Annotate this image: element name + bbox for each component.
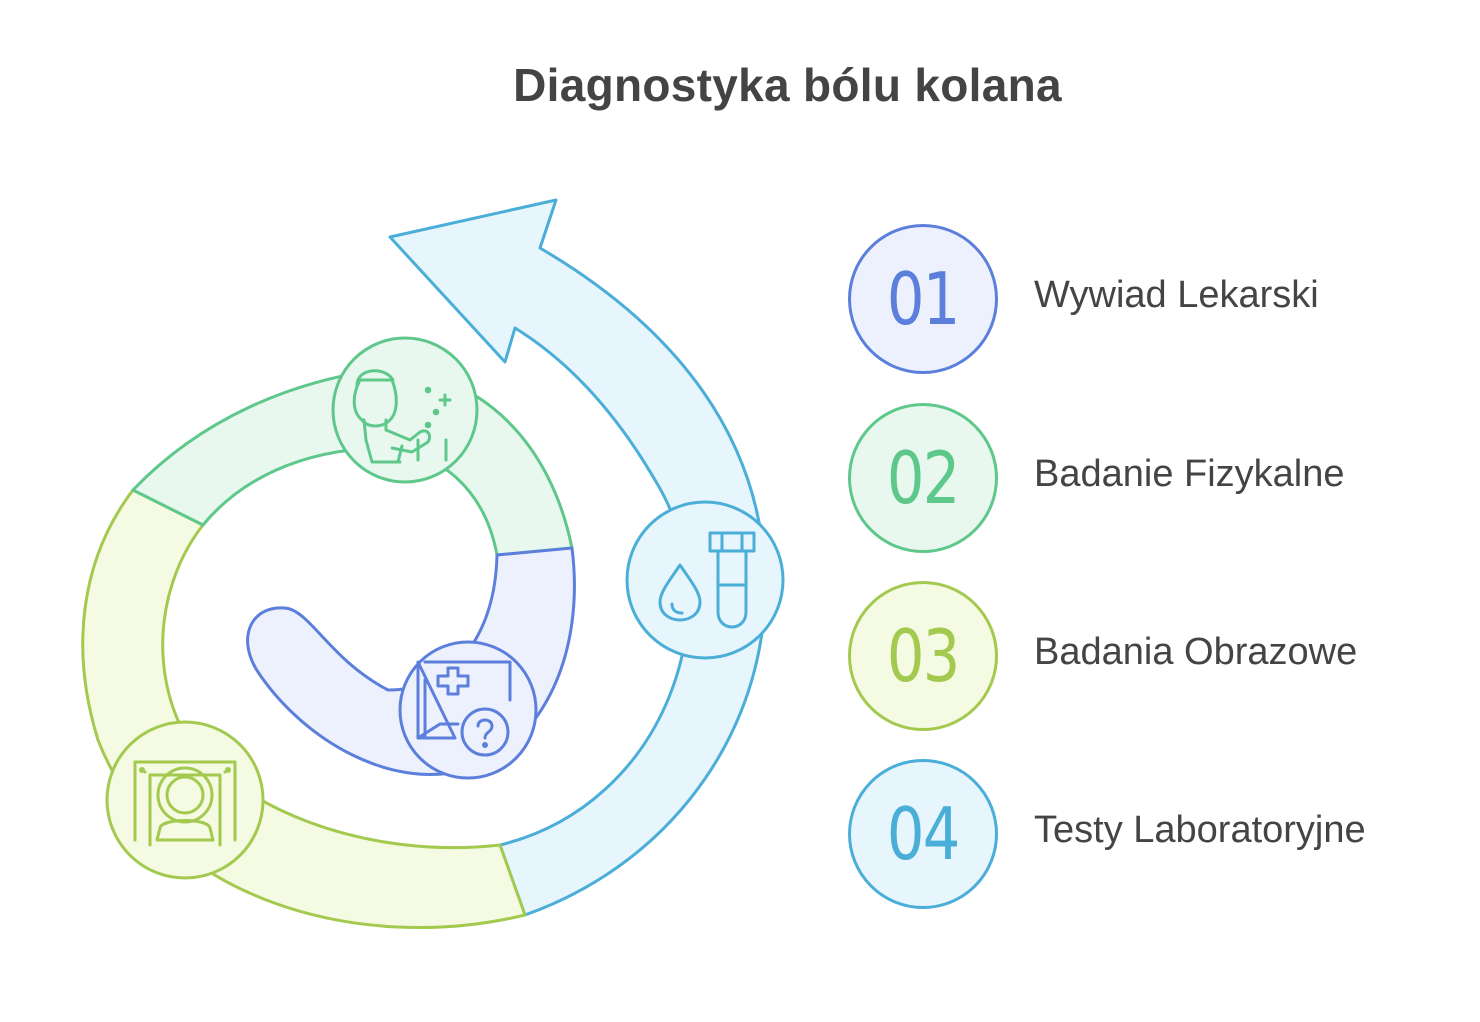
badge-imaging: [105, 720, 265, 880]
step-2: 02 Badanie Fizykalne: [848, 403, 1468, 563]
diagram-title: Diagnostyka bólu kolana: [513, 59, 1062, 111]
doctor-examination-icon: [352, 369, 452, 464]
step-3-number-badge: 03: [848, 581, 998, 731]
step-4-label: Testy Laboratoryjne: [1034, 809, 1366, 851]
step-1-number: 01: [887, 257, 960, 341]
step-1: 01 Wywiad Lekarski: [848, 224, 1468, 384]
blood-test-tube-icon: [658, 531, 756, 629]
step-1-label: Wywiad Lekarski: [1034, 274, 1319, 316]
badge-consultation: [398, 640, 538, 780]
step-1-number-badge: 01: [848, 224, 998, 374]
badge-lab: [625, 500, 785, 660]
step-3: 03 Badania Obrazowe: [848, 581, 1468, 741]
step-4: 04 Testy Laboratoryjne: [848, 759, 1468, 919]
step-4-number: 04: [887, 792, 960, 876]
step-2-number-badge: 02: [848, 403, 998, 553]
step-3-label: Badania Obrazowe: [1034, 631, 1358, 673]
medical-consultation-icon: [416, 660, 512, 757]
step-3-number: 03: [887, 614, 960, 698]
step-2-number: 02: [887, 436, 960, 520]
step-2-label: Badanie Fizykalne: [1034, 453, 1345, 495]
mri-scanner-icon: [133, 760, 237, 847]
step-4-number-badge: 04: [848, 759, 998, 909]
